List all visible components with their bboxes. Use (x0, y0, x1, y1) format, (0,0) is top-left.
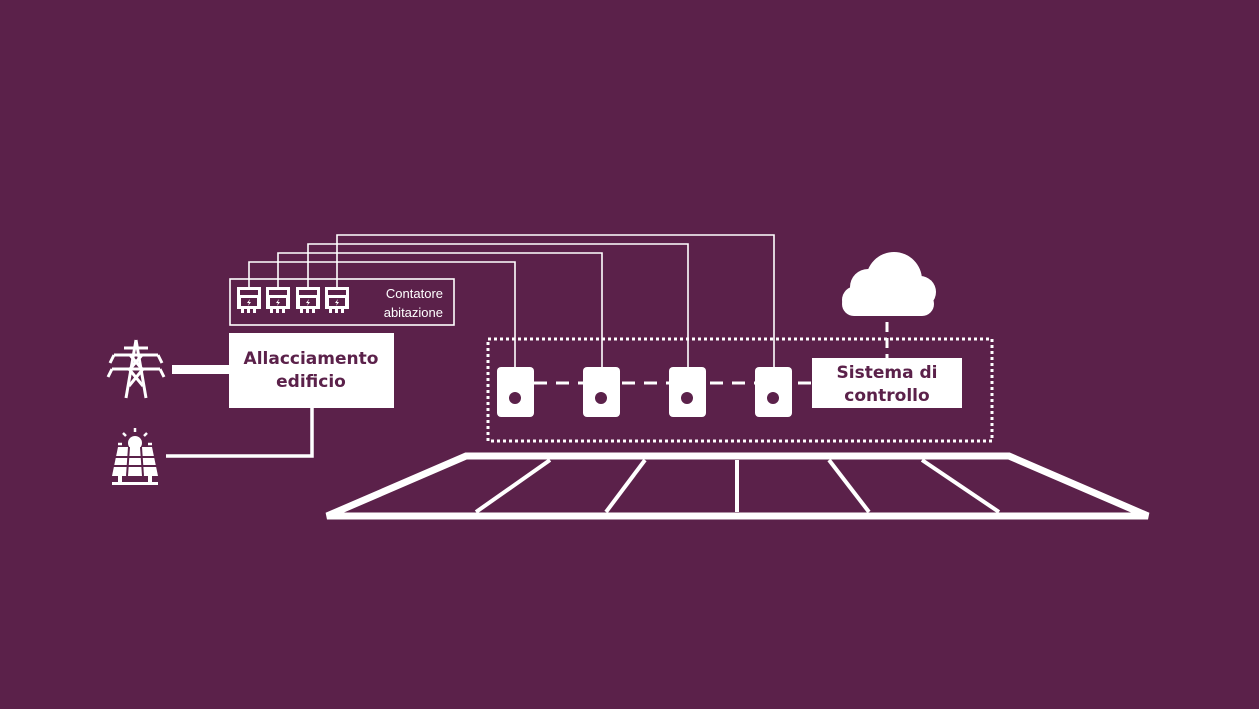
wire-meter-3-to-charger-3 (307, 243, 689, 370)
parking-divider (474, 458, 552, 514)
solar-connection-line (166, 408, 314, 458)
electric-meter-icon (296, 287, 320, 313)
power-pylon-icon (106, 339, 166, 399)
parking-lot (325, 452, 1150, 520)
meter-label-line2: abitazione (384, 305, 443, 320)
electric-meter-icon (325, 287, 349, 313)
wire-meter-4-to-charger-4 (336, 234, 775, 370)
solar-panel-icon (112, 428, 158, 485)
control-system-box: Sistema di controllo (812, 358, 962, 408)
ev-charger-icon (755, 367, 792, 417)
meter-label-line1: Contatore (386, 286, 443, 301)
ev-charger-icon (583, 367, 620, 417)
grid-connection-line (172, 365, 230, 374)
wire-meter-2-to-charger-2 (277, 252, 603, 370)
charging-area-boundary (486, 337, 994, 443)
control-system-line1: Sistema di (837, 363, 938, 383)
parking-space-dividers (474, 458, 1001, 514)
electric-meter-icon (266, 287, 290, 313)
parking-divider (827, 458, 871, 514)
building-connection-line1: Allacciamento (244, 349, 379, 369)
cloud-icon (842, 252, 936, 316)
building-connection-line2: edificio (276, 372, 346, 392)
electric-meter-icon (237, 287, 261, 313)
parking-divider (920, 458, 1001, 514)
meter-group: Contatore abitazione (229, 278, 455, 326)
parking-divider (604, 458, 647, 514)
wire-meter-1-to-charger-1 (248, 261, 516, 370)
parking-lot-outline (325, 452, 1150, 520)
ev-charger-icon (669, 367, 706, 417)
ev-charger-icon (497, 367, 534, 417)
building-connection-box: Allacciamento edificio (229, 333, 394, 408)
meter-to-charger-wires (248, 234, 775, 370)
meter-group-frame (229, 278, 455, 326)
control-system-line2: controllo (844, 386, 929, 406)
